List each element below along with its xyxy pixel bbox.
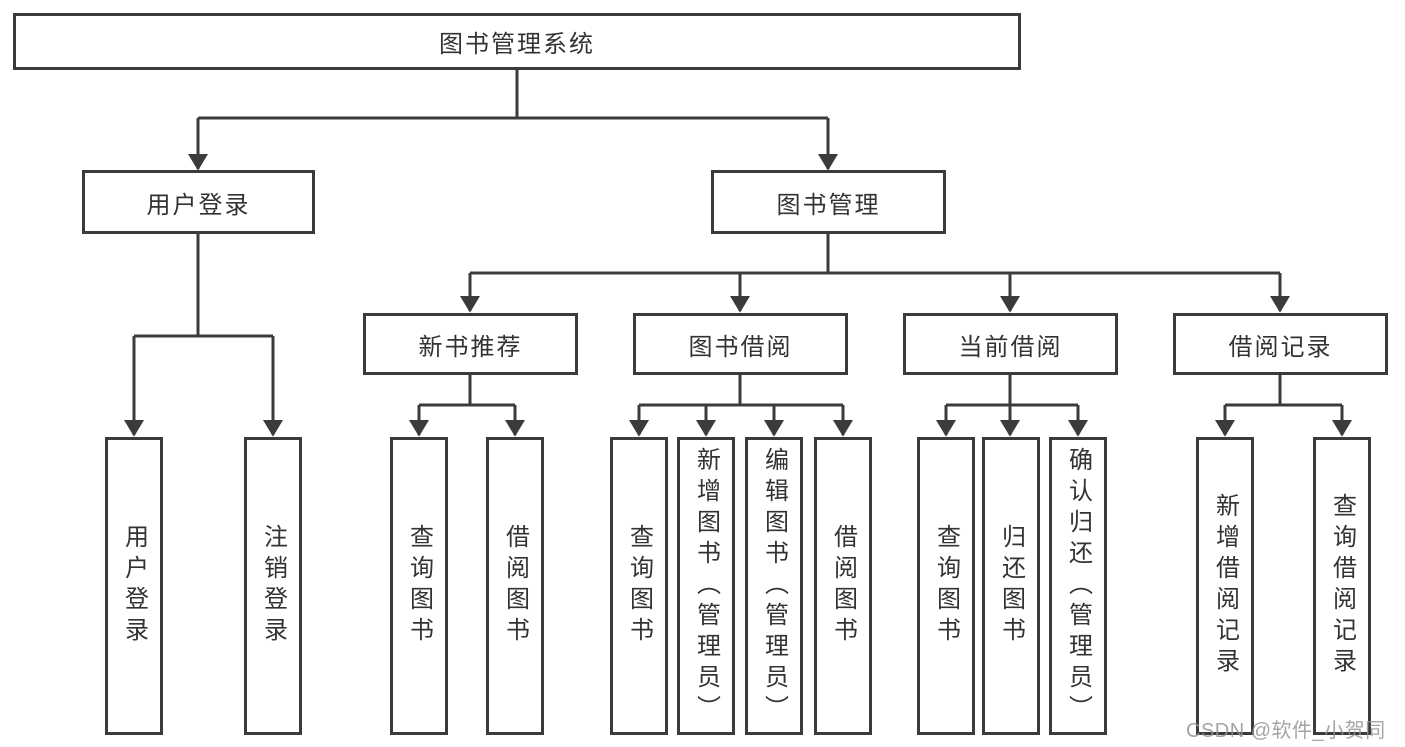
- node-leaf-query-books-3: 查询图书: [917, 437, 975, 735]
- node-leaf-query-books-1: 查询图书: [390, 437, 448, 735]
- node-leaf-confirm-return-admin: 确认归还（管理员）: [1049, 437, 1107, 735]
- node-leaf-user-login: 用户登录: [105, 437, 163, 735]
- node-leaf-logout: 注销登录: [244, 437, 302, 735]
- node-leaf-borrow-books-2: 借阅图书: [814, 437, 872, 735]
- node-book-management: 图书管理: [711, 170, 946, 234]
- node-root: 图书管理系统: [13, 13, 1021, 70]
- node-leaf-borrow-books-1: 借阅图书: [486, 437, 544, 735]
- node-user-login: 用户登录: [82, 170, 315, 234]
- node-leaf-add-borrow-record: 新增借阅记录: [1196, 437, 1254, 735]
- node-leaf-query-borrow-record: 查询借阅记录: [1313, 437, 1371, 735]
- node-leaf-edit-book-admin: 编辑图书（管理员）: [745, 437, 803, 735]
- node-leaf-return-book: 归还图书: [982, 437, 1040, 735]
- node-leaf-query-books-2: 查询图书: [610, 437, 668, 735]
- node-book-borrow: 图书借阅: [633, 313, 848, 375]
- node-new-book-recommend: 新书推荐: [363, 313, 578, 375]
- node-current-borrow: 当前借阅: [903, 313, 1118, 375]
- node-borrow-record: 借阅记录: [1173, 313, 1388, 375]
- node-leaf-add-book-admin: 新增图书（管理员）: [677, 437, 735, 735]
